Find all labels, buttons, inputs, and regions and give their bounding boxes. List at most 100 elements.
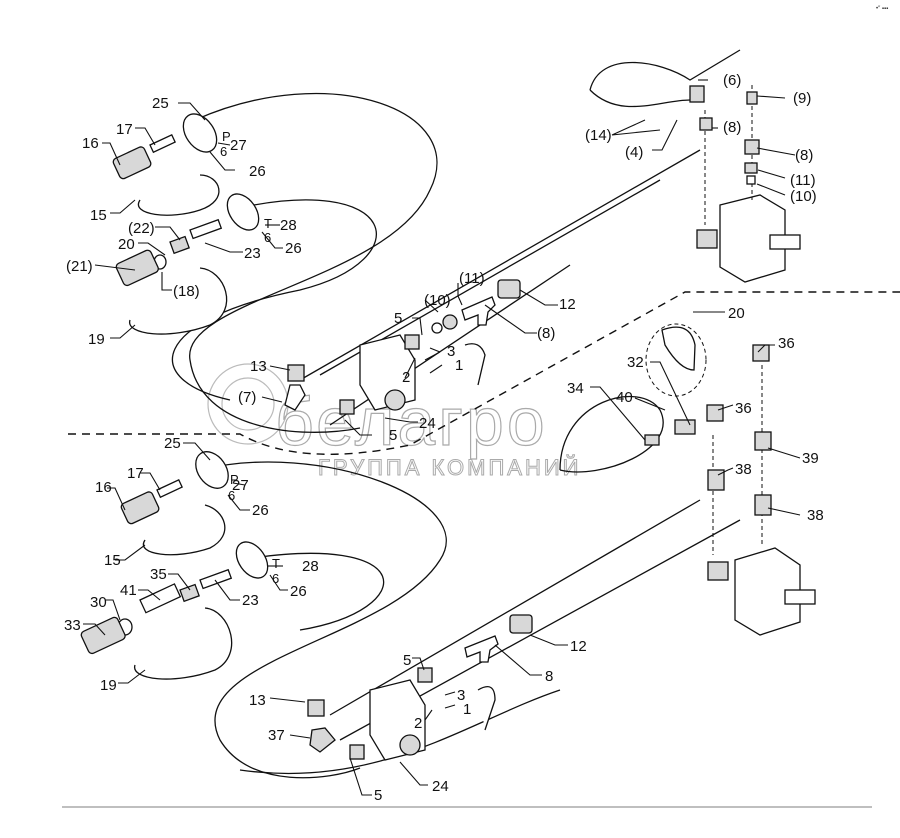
label-17: 17 (116, 121, 133, 138)
label-19b: 19 (100, 677, 117, 694)
label-22: (22) (128, 220, 155, 237)
coupler-33 (80, 616, 126, 655)
label-11: (11) (459, 270, 485, 287)
cap-mark-6-b: 6 (228, 488, 235, 503)
leader-lines (83, 79, 801, 796)
label-21: (21) (66, 258, 93, 275)
cap-20 (661, 326, 696, 371)
label-9: (9) (793, 90, 811, 107)
label-28: 28 (280, 217, 297, 234)
label-5c: 5 (403, 652, 411, 669)
pump-elbow-top (696, 229, 718, 249)
label-41: 41 (120, 582, 137, 599)
screw-1 (424, 351, 441, 361)
label-26: 26 (249, 163, 266, 180)
label-35: 35 (150, 566, 167, 583)
pump-body-bottom (734, 547, 801, 636)
label-7: (7) (238, 389, 256, 406)
fitting-5-bottom (339, 399, 355, 415)
dust-cap-19b (134, 607, 233, 680)
adapter-22 (169, 235, 190, 255)
elbow-36b (706, 404, 724, 422)
insert-10 (431, 322, 443, 334)
top-valve-assembly (284, 279, 521, 415)
dust-cap-15 (137, 174, 220, 216)
label-2b: 2 (414, 715, 422, 732)
cap-mark-P: P (222, 129, 231, 144)
pump-body-top (719, 194, 786, 283)
fitting-9 (746, 91, 758, 105)
label-39: 39 (802, 450, 819, 467)
ring-25c (195, 451, 229, 489)
hose-end-12b (509, 614, 533, 634)
elbow-37 (309, 727, 336, 753)
elbow-13 (287, 364, 305, 382)
label-37: 37 (268, 727, 285, 744)
corner-mark: •″ ▪▪▪ (876, 6, 888, 12)
cap-mark-6b-b: 6 (272, 571, 279, 586)
label-10b: (10) (790, 188, 817, 205)
label-14: (14) (585, 127, 612, 144)
tee-8a (699, 117, 713, 131)
label-5b: 5 (389, 427, 397, 444)
label-26d: 26 (290, 583, 307, 600)
elbow-36a (752, 344, 770, 362)
pump-shaft-top (769, 234, 801, 250)
knob-24b (399, 734, 421, 756)
fitting-5-top (404, 334, 420, 350)
nipple-23b (199, 568, 233, 590)
label-38b: 38 (807, 507, 824, 524)
label-5d: 5 (374, 787, 382, 804)
fitting-5b-bottom (349, 744, 365, 760)
label-1b: 1 (463, 701, 471, 718)
bottom-coupler-assembly (80, 451, 269, 680)
nut-11 (744, 162, 758, 174)
label-24b: 24 (432, 778, 449, 795)
label-40: 40 (616, 389, 633, 406)
label-11b: (11) (790, 172, 816, 189)
cap-mark-6: 6 (220, 144, 227, 159)
bottom-valve-assembly (307, 614, 533, 761)
ring-25b (226, 193, 260, 231)
adapter-35 (179, 583, 200, 603)
label-23b: 23 (242, 592, 259, 609)
label-36b: 36 (735, 400, 752, 417)
tee-8b (464, 635, 499, 663)
coupler-16b (120, 491, 160, 525)
label-8a: (8) (723, 119, 741, 136)
cap-mark-T-b: T (272, 556, 280, 571)
hose-elbow (464, 343, 486, 386)
label-13b: 13 (249, 692, 266, 709)
cap-mark-T: T (264, 216, 272, 231)
nut-11 (442, 314, 458, 330)
label-25: 25 (152, 95, 169, 112)
hose-elbow-b (477, 686, 496, 731)
label-15b: 15 (104, 552, 121, 569)
pump-shaft-bottom (784, 589, 816, 605)
part-labels: 25 17 27 16 26 15 28 (22) 26 20 23 (21) … (64, 72, 824, 804)
coupler-16 (112, 146, 152, 180)
adapter-39 (754, 431, 772, 451)
label-10: (10) (424, 292, 451, 309)
bottom-pump-assembly (644, 323, 816, 636)
coupler-21 (115, 249, 159, 287)
label-36a: 36 (778, 335, 795, 352)
dust-cap-15b (142, 504, 226, 556)
label-13: 13 (250, 358, 267, 375)
label-34: 34 (567, 380, 584, 397)
knob-24 (384, 389, 406, 411)
cap-mark-P-b: P (230, 472, 239, 487)
nipple-17b (156, 478, 183, 499)
label-12: 12 (559, 296, 576, 313)
label-25b: 25 (164, 435, 181, 452)
label-28b: 28 (302, 558, 319, 575)
label-24: 24 (419, 415, 436, 432)
elbow-6 (689, 85, 705, 103)
extension-41 (139, 583, 182, 614)
label-1: 1 (455, 357, 463, 374)
pump-elbow-bottom (707, 561, 729, 581)
label-27: 27 (230, 137, 247, 154)
label-3b: 3 (457, 687, 465, 704)
label-2: 2 (402, 369, 410, 386)
